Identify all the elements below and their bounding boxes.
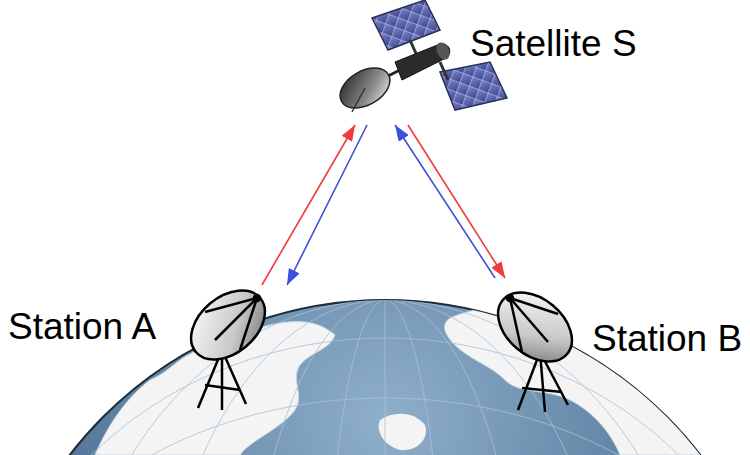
earth-globe: [0, 298, 750, 455]
dish-antenna-b: [485, 279, 585, 412]
signal-arrow: [262, 125, 355, 285]
signal-arrow: [408, 125, 505, 278]
dish-antenna-a: [178, 277, 278, 410]
station-label: Station A: [8, 308, 156, 345]
signal-arrow: [287, 125, 367, 285]
station-node: Station A: [180, 285, 290, 410]
station-label: Station B: [592, 320, 742, 357]
signal-arrow: [395, 125, 495, 278]
satellite-node: Satellite S: [335, 5, 510, 125]
station-node: Station B: [490, 278, 580, 403]
station-label: Satellite S: [470, 25, 637, 62]
